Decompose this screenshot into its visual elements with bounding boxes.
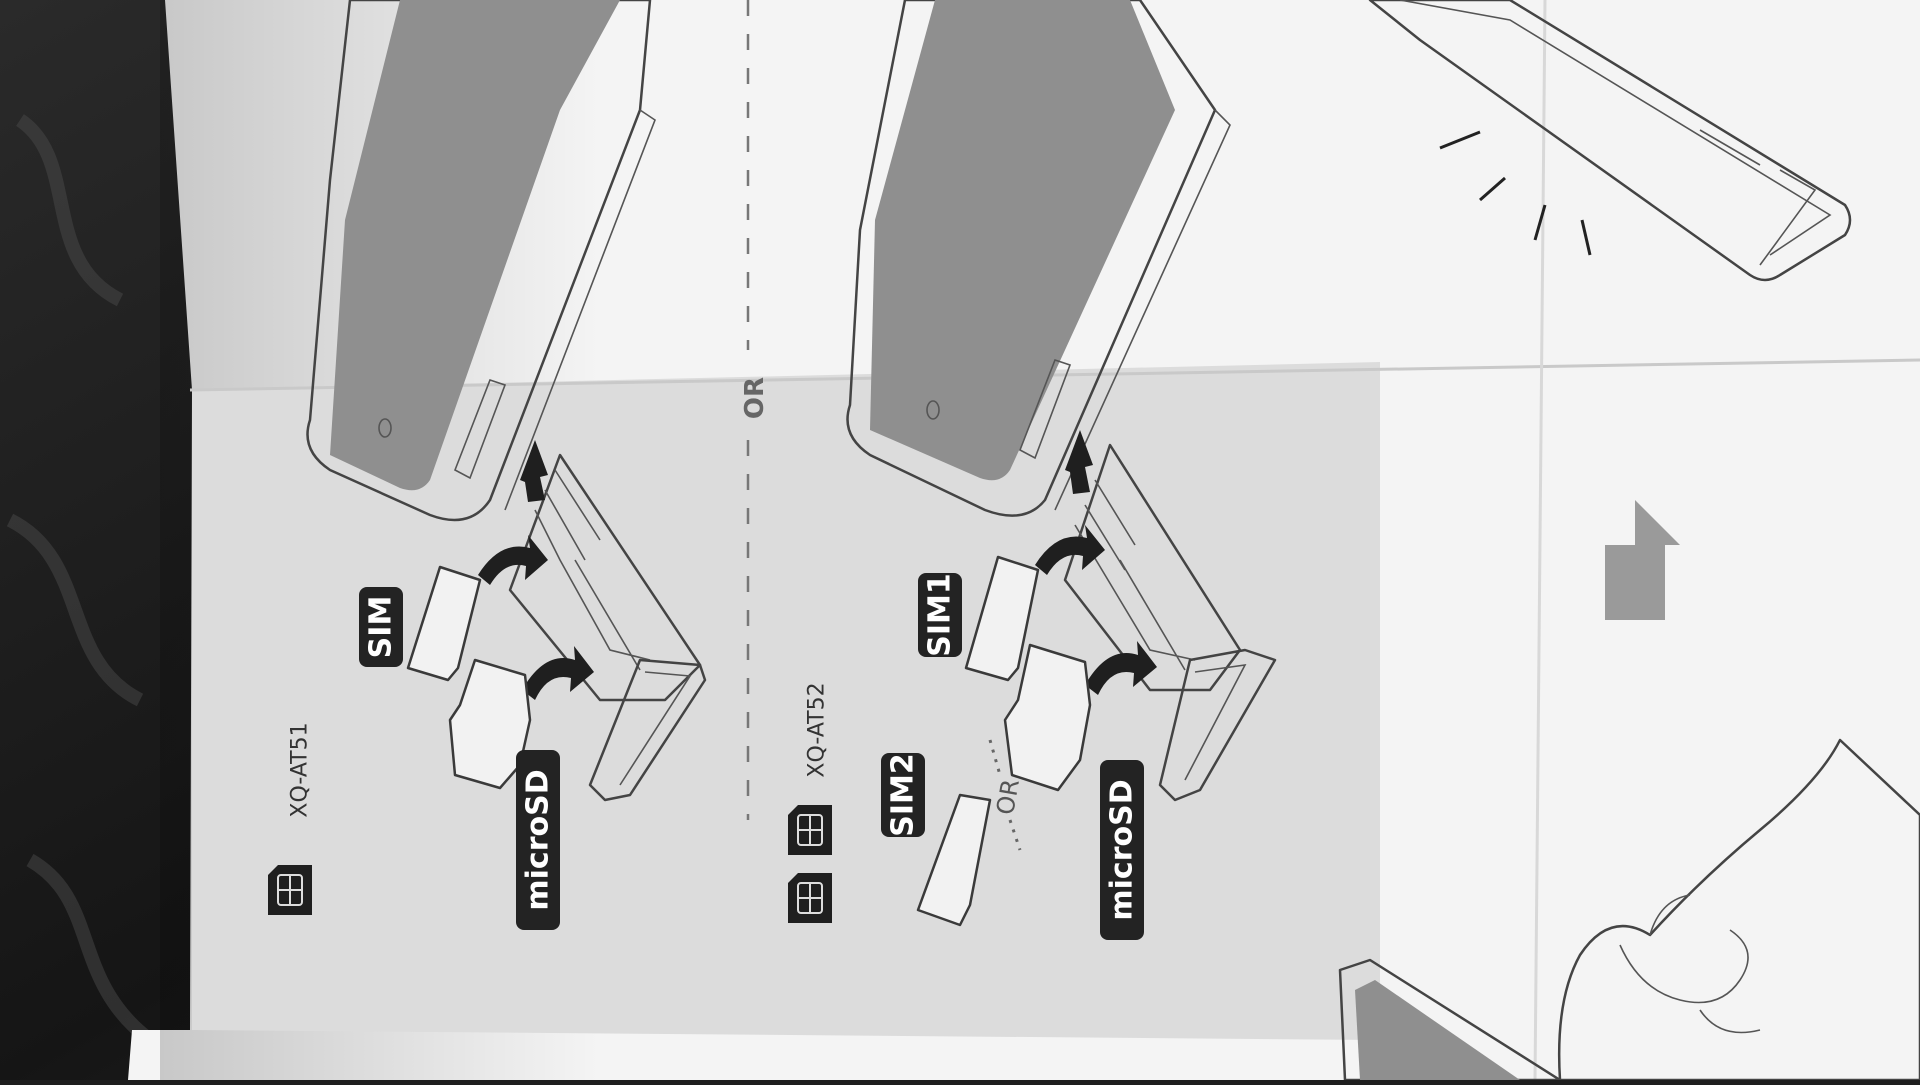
sim2-label: SIM2 xyxy=(886,753,921,837)
divider-or-label: OR xyxy=(740,377,770,419)
sim1-label: SIM1 xyxy=(923,573,958,657)
press-marks xyxy=(1439,130,1592,256)
instruction-panel xyxy=(192,362,1380,1040)
insert-arrow-icon xyxy=(520,440,548,502)
section-single-sim: SIM microSD XQ-AT51 xyxy=(268,0,707,930)
sim-card-top xyxy=(406,565,482,682)
insert-arrow-icon xyxy=(1085,641,1157,695)
sim-label: SIM xyxy=(364,596,399,659)
microsd-label-top: microSD xyxy=(521,769,556,910)
sim1-card xyxy=(964,555,1040,682)
insert-arrow-icon xyxy=(478,535,548,585)
phone-illustration-top xyxy=(306,0,656,522)
sim-tray-mid xyxy=(1063,443,1277,802)
phone-illustration-right xyxy=(1368,0,1852,282)
fold-crease-horizontal xyxy=(189,358,1920,392)
microsd-card-mid xyxy=(1003,643,1092,792)
sim2-card xyxy=(916,793,992,927)
sim-tray-top xyxy=(508,453,707,802)
sim-card-icon xyxy=(268,865,312,915)
insert-arrow-icon xyxy=(1065,430,1093,494)
insert-arrow-icon xyxy=(522,646,594,700)
hand-illustration xyxy=(1557,738,1920,1082)
model-name-single: XQ-AT51 xyxy=(288,722,313,817)
microsd-label-mid: microSD xyxy=(1105,779,1140,920)
model-name-dual: XQ-AT52 xyxy=(805,682,830,777)
or-divider: OR xyxy=(740,0,770,820)
section-dual-sim: OR SIM1 SIM2 microSD XQ-AT52 xyxy=(788,0,1277,940)
phone-illustration-mid xyxy=(846,0,1231,517)
microsd-card-top xyxy=(448,658,532,790)
dotted-or-line xyxy=(988,739,1022,851)
fold-crease-vertical xyxy=(1533,0,1547,1081)
sim-card-icon xyxy=(788,873,832,923)
sim-card-icon xyxy=(788,805,832,855)
dual-or-label: OR xyxy=(991,777,1025,817)
up-arrow-icon xyxy=(1592,500,1680,620)
insert-arrow-icon xyxy=(1035,525,1105,575)
fabric-fold xyxy=(6,114,155,1046)
